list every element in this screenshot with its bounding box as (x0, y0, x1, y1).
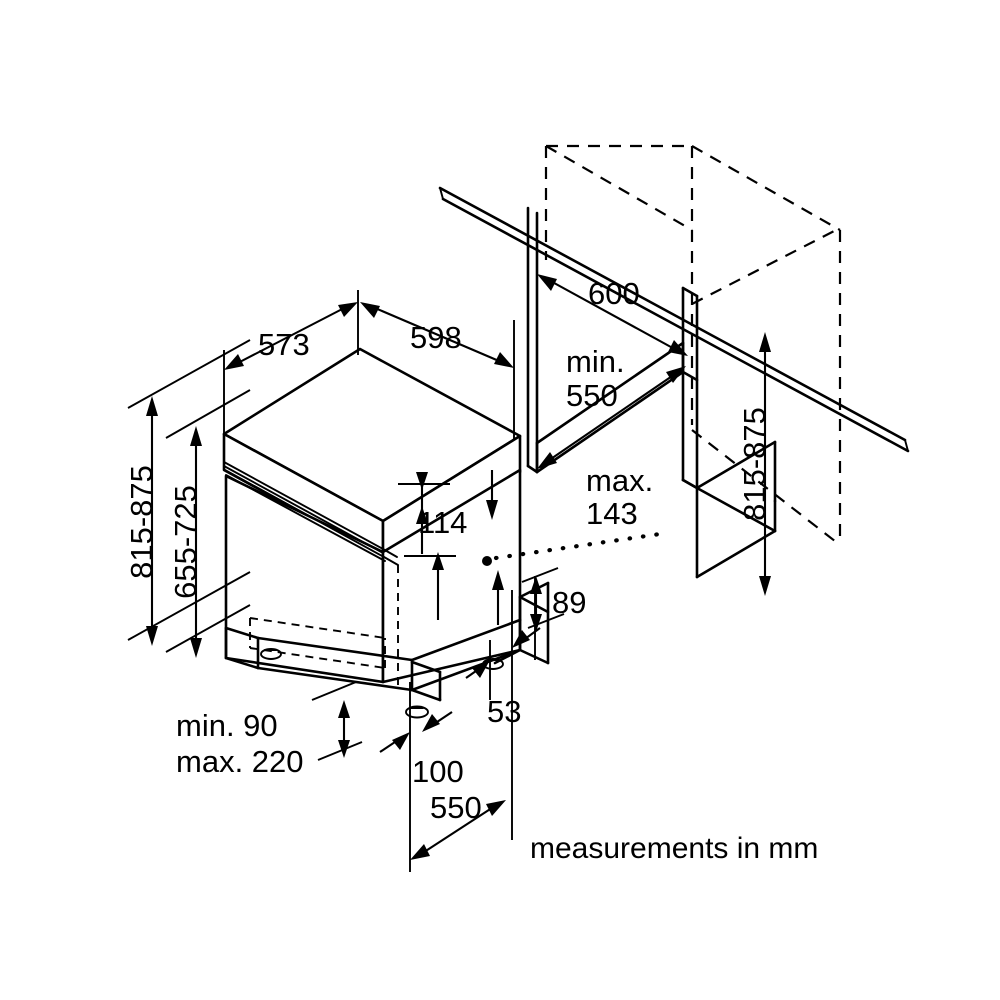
dimension-573: 573 (223, 302, 358, 436)
label-550-base: 550 (430, 790, 482, 825)
dimension-598: 598 (360, 302, 514, 368)
label-53: 53 (487, 694, 521, 729)
toe-kick-panel (518, 581, 550, 665)
label-89: 89 (552, 585, 586, 620)
dishwasher-base-and-feet (224, 476, 522, 719)
worktop-slab (438, 186, 910, 453)
units-note: measurements in mm (530, 832, 818, 865)
label-143: 143 (586, 496, 638, 531)
dimension-89: 89 (521, 567, 586, 632)
label-550-min: 550 (566, 378, 618, 413)
cabinet-left-side-wall (526, 206, 539, 474)
dimension-655-725: 655-725 (165, 389, 251, 658)
dimension-114: 114 (398, 472, 467, 620)
dimension-815-875-right: 815-875 (737, 332, 772, 596)
label-114: 114 (418, 505, 467, 540)
dimension-600: 600 (537, 274, 688, 356)
dimension-100: 100 (379, 711, 464, 789)
label-min: min. (566, 344, 625, 379)
leader-dot (482, 556, 492, 566)
label-600: 600 (588, 276, 640, 311)
label-815-875-right: 815-875 (737, 407, 772, 521)
dimension-foot-height: min. 90 max. 220 (176, 681, 363, 779)
dishwasher-hidden-edges (382, 552, 399, 690)
label-573: 573 (258, 327, 310, 362)
dimension-815-875-left: 815-875 (124, 339, 251, 646)
label-max: max. (586, 463, 653, 498)
label-100: 100 (412, 754, 464, 789)
dimension-max-143: max. 143 (482, 463, 663, 625)
label-815-875-left: 815-875 (124, 465, 159, 579)
label-598: 598 (410, 320, 462, 355)
dimension-min-550: min. 550 (537, 344, 686, 469)
dimension-53: 53 (465, 627, 541, 729)
cabinet-right-panel (681, 286, 777, 579)
label-max-220: max. 220 (176, 744, 304, 779)
dimension-550-base: 550 (410, 790, 506, 860)
dishwasher-body (222, 347, 522, 684)
label-655-725: 655-725 (168, 485, 203, 599)
label-min-90: min. 90 (176, 708, 278, 743)
